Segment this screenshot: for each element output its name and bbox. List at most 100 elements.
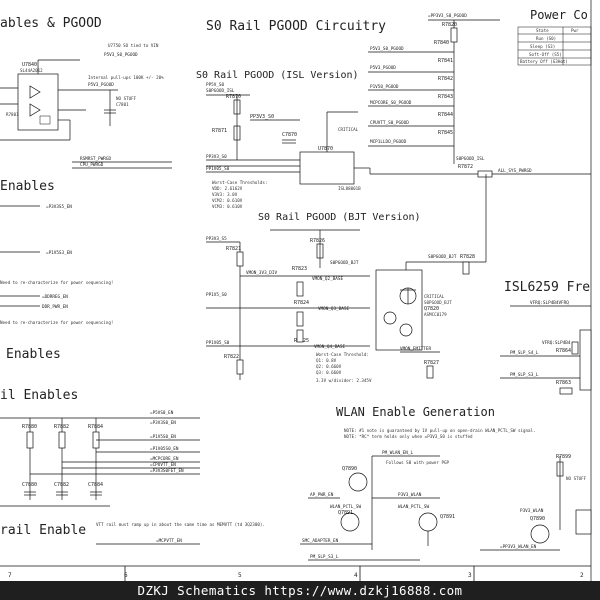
net-cpuvtt-pgood: CPUVTT_S0_PGOOD xyxy=(370,120,409,126)
r7870-refdes: R7870 xyxy=(226,94,241,100)
r7843-refdes: R7843 xyxy=(438,94,453,100)
net-p3v3-pgood: P5V3_PGOOD xyxy=(88,82,114,88)
title-enables-1: Enables xyxy=(0,179,55,194)
pgood-ladder: =PP3V3_S0_PGOOD R7820 P5V3_S0_PGOOD R784… xyxy=(368,13,591,262)
title-s0-bjt: S0 Rail PGOOD (BJT Version) xyxy=(258,212,421,223)
u7840-part: SL44A2012 xyxy=(20,68,43,73)
watermark-footer: DZKJ Schematics https://www.dzkj16888.co… xyxy=(0,581,600,600)
c7880-refdes: C7880 xyxy=(22,482,37,488)
net-p3v3-s0-pgood: P5V3_S0_PGOOD xyxy=(104,52,138,58)
title-isl6259: ISL6259 Fre xyxy=(504,280,590,295)
recharacterize-note-1: Need to re-characterize for power sequen… xyxy=(0,280,113,285)
title-s0-isl: S0 Rail PGOOD (ISL Version) xyxy=(196,70,359,81)
r7884-refdes: R7884 xyxy=(88,424,103,430)
title-s0-pgood-circuitry: S0 Rail PGOOD Circuitry xyxy=(206,19,386,34)
net-s0pgood-isl: S0PGOOD_ISL xyxy=(456,156,485,162)
c7882-refdes: C7882 xyxy=(54,482,69,488)
title-enables-pgood: ables & PGOOD xyxy=(0,16,102,31)
net-cpuvtt-en: =CPUVTT_EN xyxy=(150,462,176,468)
table-header-pwr: Pwr xyxy=(571,28,579,33)
power-state-table: State Pwr Run (S0) Sleep (S3) Soft-Off (… xyxy=(517,26,592,66)
follows-note: Follows S0 with power PGP xyxy=(386,460,450,465)
r7823-refdes: R7823 xyxy=(292,266,307,272)
isl-version-block: PP5V_S0 S0PGOOD_ISL R7870 R7871 PP3V3_S0… xyxy=(206,82,371,209)
enables-block: =P3V3S5_EN =P1V5S3_EN Need to re-charact… xyxy=(0,204,113,325)
net-p3v3s0-en: =P3V3S0_EN xyxy=(150,420,176,426)
r7821-refdes: R7821 xyxy=(226,246,241,252)
critical-label-isl: CRITICAL xyxy=(338,127,359,132)
internal-pullups-note: Internal pull-ups 100K +/- 20% xyxy=(88,75,164,80)
net-mcpcore-pgood: MCPCORE_S0_PGOOD xyxy=(370,100,412,106)
threshold-v3v3: V3V3: 3.0V xyxy=(212,192,238,197)
ruler-label: 3 xyxy=(468,572,472,579)
net-pp3v3-s0-pgood: =PP3V3_S0_PGOOD xyxy=(428,13,467,19)
q7891-refdes: Q7891 xyxy=(338,510,353,516)
net-p5v3-s0-pgood: P5V3_S0_PGOOD xyxy=(370,46,404,52)
threshold-q1: Q1: 0.8V xyxy=(316,358,337,363)
threshold-q3: Q3: 0.660V xyxy=(316,370,342,375)
net-wlan-pctl-sw-b: WLAN_PCTL_SW xyxy=(398,504,429,510)
r7840-refdes: R7840 xyxy=(434,40,449,46)
threshold-vcm2: VCM2: 0.610V xyxy=(212,198,243,203)
u7840-block: U7840 SL44A2012 U7750 SO tied to VIN P5V… xyxy=(0,43,172,169)
table-row: Soft-Off (S5) xyxy=(529,52,562,57)
net-pp3v3-s0-bjt: PP3V3_S5 xyxy=(206,236,227,242)
net-p1v05s0-en: =P1V05S0_EN xyxy=(150,446,179,452)
net-vmon-q4-base: VMON_Q4_BASE xyxy=(314,344,345,350)
net-rsmrst-pwrgd: RSMRST_PWRGD xyxy=(80,156,111,162)
table-row: Battery Off (G3Hot) xyxy=(520,59,568,64)
r7863-refdes: R7863 xyxy=(556,380,571,386)
threshold-q2: Q2: 0.660V xyxy=(316,364,342,369)
table-row: Run (S0) xyxy=(536,36,556,41)
r7822-refdes: R7822 xyxy=(224,354,239,360)
ruler-label: 7 xyxy=(8,572,12,579)
wlan-note-1: NOTE: #1 note is guaranteed by 1V pull-u… xyxy=(344,428,536,433)
net-s0pgood-bjt: S0PGOOD_BJT xyxy=(330,260,359,266)
table-header-state: State xyxy=(536,28,549,33)
u7750-note: U7750 SO tied to VIN xyxy=(108,43,159,48)
table-row: Sleep (S3) xyxy=(530,44,555,49)
net-cpu-pwrgd: CPU_PWRGD xyxy=(80,162,104,168)
net-mcpvtt-en: =MCPVTT_EN xyxy=(156,538,182,544)
worst-case-bjt: Worst-Case Threshold: xyxy=(316,352,369,357)
net-pm-wlan-en-l: PM_WLAN_EN_L xyxy=(382,450,413,456)
u7870-refdes: U7870 xyxy=(318,146,333,152)
net-s0pgood-bjt-right: S0PGOOD_BJT xyxy=(428,254,457,260)
net-p5v3-pgood: P5V3_PGOOD xyxy=(370,65,396,71)
net-pp3v3-s0-isl: PP3V3_S0 xyxy=(250,114,274,120)
sheet-ruler: 7 6 5 4 3 2 xyxy=(8,566,584,581)
r7801-refdes: R7801 xyxy=(6,112,19,117)
net-pm-slp-s3-l-wlan: PM_SLP_S3_L xyxy=(310,554,339,560)
title-il-enables: il Enables xyxy=(0,388,78,403)
no-stuff-label: NO STUFF xyxy=(116,96,137,101)
threshold-vcm3: VCM3: 0.610V xyxy=(212,204,243,209)
wlan-enable-block: NOTE: #1 note is guaranteed by 1V pull-u… xyxy=(300,428,592,561)
r7842-refdes: R7842 xyxy=(438,76,453,82)
c7884-refdes: C7884 xyxy=(88,482,103,488)
threshold-divider: 3.3V w/divider: 2.345V xyxy=(316,378,372,383)
net-pp1v5-s0: PP1V5_S0 xyxy=(206,292,227,298)
net-p3v3-wlan-en: P3V3_WLAN xyxy=(520,508,544,514)
u7840-refdes: U7840 xyxy=(22,62,37,68)
recharacterize-note-2: Need to re-characterize for power sequen… xyxy=(0,320,113,325)
net-vmon-emitter: VMON_EMITTER xyxy=(400,346,431,352)
r7824-refdes: R7824 xyxy=(294,300,309,306)
r7882-refdes: R7882 xyxy=(54,424,69,430)
ruler-label: 4 xyxy=(354,572,358,579)
title-power-control: Power Co xyxy=(530,8,588,22)
q7891-b-refdes: Q7891 xyxy=(440,514,455,520)
net-vmon-q2-base: VMON_Q2_BASE xyxy=(312,276,343,282)
net-vfrq: VFRQ:SLP4B4VFRQ xyxy=(530,300,569,306)
net-p3v3-wlan: P3V3_WLAN xyxy=(398,492,422,498)
title-wlan-enable: WLAN Enable Generation xyxy=(336,405,495,419)
r7845-refdes: R7845 xyxy=(438,130,453,136)
r7844-refdes: R7844 xyxy=(438,112,453,118)
c7801-refdes: C7801 xyxy=(116,102,129,107)
title-enables-2: Enables xyxy=(6,347,61,362)
net-p5vs0-en: =P5VS0_EN xyxy=(150,410,174,416)
net-smc-adapter-en: SMC_ADAPTER_EN xyxy=(302,538,339,544)
net-vmon-q3-base: VMON_Q3_BASE xyxy=(318,306,349,312)
net-vfrq-b: VFRQ:SLP4B4 xyxy=(542,340,571,346)
